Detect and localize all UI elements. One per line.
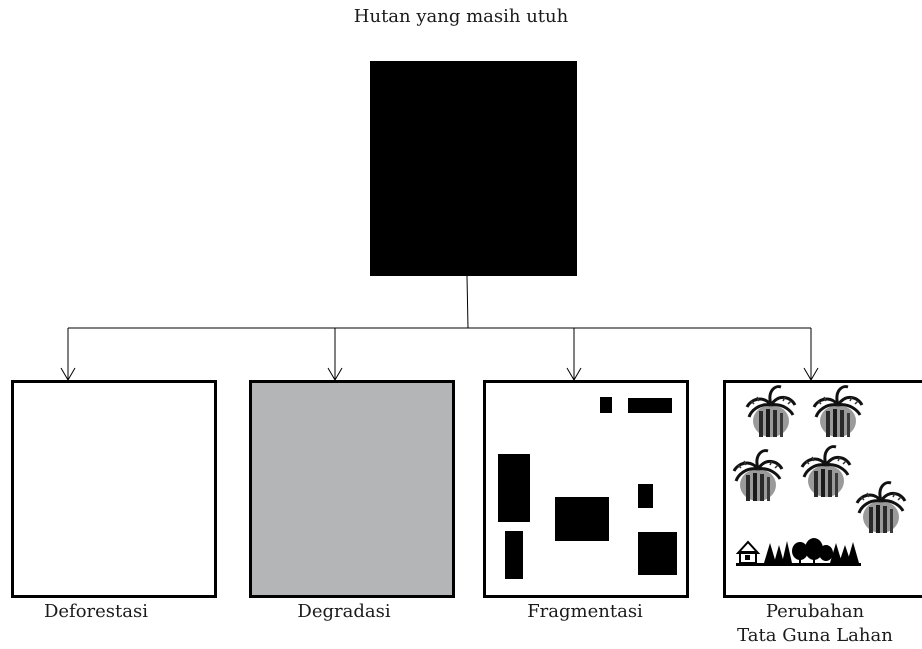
deforestation-panel <box>11 380 217 598</box>
ground-line <box>736 563 861 566</box>
land-use-illustration <box>732 385 907 566</box>
oil-palm-icon <box>855 481 907 535</box>
fragmentation-label: Fragmentasi <box>527 601 643 622</box>
tree-row-icon <box>764 538 859 564</box>
forest-patch <box>505 531 523 579</box>
deforestation-label: Deforestasi <box>43 601 149 622</box>
arrow-fragmentasi <box>566 328 582 381</box>
forest-patch <box>555 497 609 541</box>
oil-palm-icon <box>745 385 797 439</box>
forest-patch <box>628 398 672 413</box>
forest-patch <box>600 397 612 413</box>
intact-forest-box <box>370 61 577 276</box>
fragmentation-panel <box>483 380 689 598</box>
degradation-label: Degradasi <box>297 601 391 622</box>
arrow-perubahan <box>803 328 819 381</box>
house-icon <box>735 540 761 564</box>
land-use-change-label: Perubahan Tata Guna Lahan <box>725 600 905 648</box>
land-use-change-label-line1: Perubahan <box>765 601 865 622</box>
diagram-title: Hutan yang masih utuh <box>353 6 569 27</box>
land-use-change-label-line2: Tata Guna Lahan <box>737 625 893 646</box>
arrow-deforestasi <box>60 328 76 381</box>
forest-patch <box>638 484 653 508</box>
oil-palm-icon <box>800 445 852 499</box>
oil-palm-icon <box>732 449 784 503</box>
degradation-panel <box>249 380 455 598</box>
land-use-change-panel <box>723 380 922 598</box>
forest-patch <box>638 532 677 575</box>
oil-palm-icon <box>812 385 864 439</box>
forest-patch <box>498 454 530 522</box>
arrow-degradasi <box>327 328 343 381</box>
